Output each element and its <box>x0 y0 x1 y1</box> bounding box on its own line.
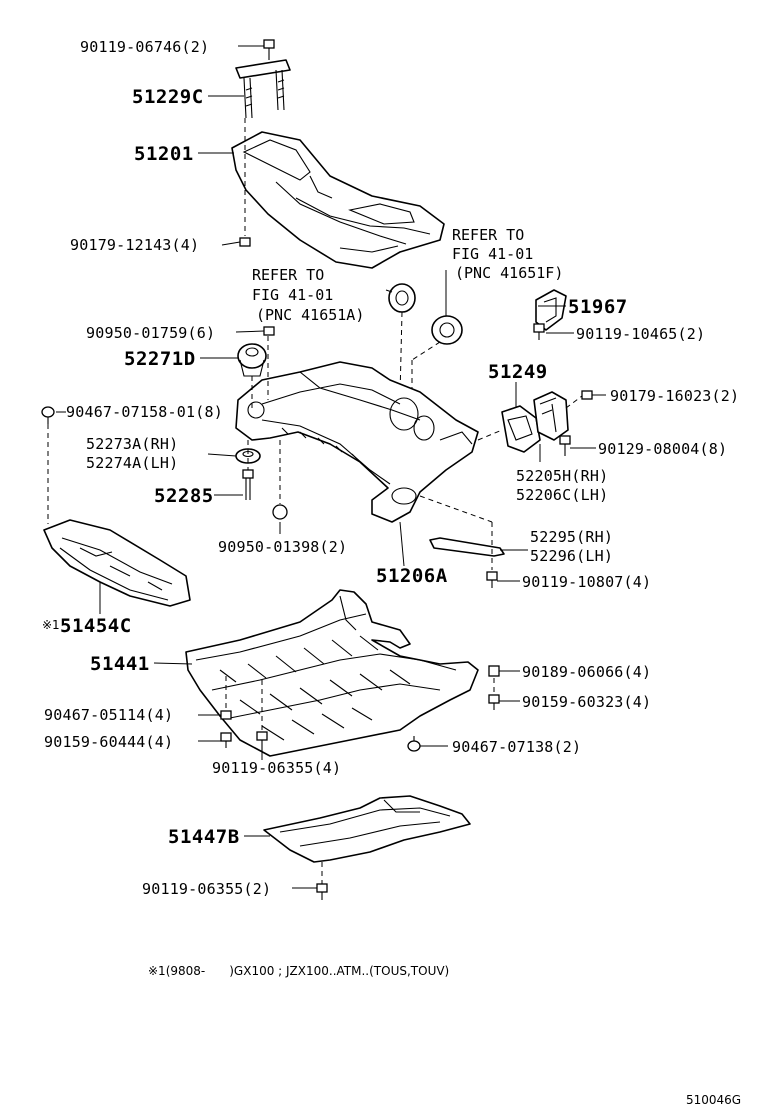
bolt-52285-drawing <box>242 469 254 500</box>
clip-90467-07158-drawing <box>41 406 55 424</box>
bushing-52271d-drawing <box>237 343 267 377</box>
bolt-90159-60444-drawing <box>220 732 232 748</box>
label-51206a: 51206A <box>376 565 448 587</box>
label-90129-08004: 90129-08004(8) <box>598 440 727 458</box>
bolt-90159-60323-drawing <box>488 694 500 710</box>
guide-bushing-right <box>411 341 441 361</box>
bolt-90129-08004-drawing <box>559 435 571 456</box>
suspension-member-51206a-drawing <box>235 361 479 523</box>
label-90159-60323: 90159-60323(4) <box>522 693 651 711</box>
label-90950-01398: 90950-01398(2) <box>218 538 347 556</box>
refer-right-line2: FIG 41-01 <box>452 245 533 263</box>
bolt-51229c-drawing <box>235 59 291 119</box>
label-90119-06746: 90119-06746(2) <box>80 38 209 56</box>
label-52274a: 52274A(LH) <box>86 454 178 472</box>
note-mark-51454c: ※1 <box>42 618 60 632</box>
label-51454c: 51454C <box>60 615 132 637</box>
footnote: ※1(9808- )GX100 ; JZX100..ATM..(TOUS,TOU… <box>148 964 449 978</box>
label-51967: 51967 <box>568 296 628 318</box>
nut-90179-12143-drawing <box>239 237 251 247</box>
nut-90950-01759-drawing <box>263 326 275 336</box>
nut-90189-06066-drawing <box>488 665 500 677</box>
label-51229c: 51229C <box>132 86 204 108</box>
clip-90467-07138-drawing <box>407 736 421 752</box>
bolt-90119-10807-drawing <box>486 571 498 588</box>
refer-right-line1: REFER TO <box>452 226 524 244</box>
label-52295: 52295(RH) <box>530 528 613 546</box>
label-90179-16023: 90179-16023(2) <box>610 387 739 405</box>
label-90467-05114: 90467-05114(4) <box>44 706 173 724</box>
bracket-51249-drawing <box>501 405 541 453</box>
label-51201: 51201 <box>134 143 194 165</box>
label-90119-10465: 90119-10465(2) <box>576 325 705 343</box>
crossmember-51201-drawing <box>231 131 445 269</box>
bolt-90119-06746-drawing <box>263 39 275 60</box>
label-90159-60444: 90159-60444(4) <box>44 733 173 751</box>
bushing-left-drawing <box>388 283 416 313</box>
label-51441: 51441 <box>90 653 150 675</box>
bolt-90119-06355a-drawing <box>256 731 268 752</box>
refer-left-line2: FIG 41-01 <box>252 286 333 304</box>
label-52206c: 52206C(LH) <box>516 486 608 504</box>
label-90119-06355b: 90119-06355(2) <box>142 880 271 898</box>
mount-52205h-drawing <box>533 391 569 441</box>
label-90119-06355a: 90119-06355(4) <box>212 759 341 777</box>
label-90950-01759: 90950-01759(6) <box>86 324 215 342</box>
leader-lines <box>56 45 606 889</box>
label-90467-07138: 90467-07138(2) <box>452 738 581 756</box>
nut-90179-16023-drawing <box>581 390 593 400</box>
label-90119-10807: 90119-10807(4) <box>522 573 651 591</box>
label-52205h: 52205H(RH) <box>516 467 608 485</box>
label-90467-07158: 90467-07158-01(8) <box>66 403 223 421</box>
engine-undercover-51441-drawing <box>185 589 479 757</box>
label-51249: 51249 <box>488 361 548 383</box>
nut-90950-01398-drawing <box>272 504 288 520</box>
bushing-right-drawing <box>431 315 463 345</box>
bolt-90119-10465-drawing <box>533 323 545 340</box>
clip-90467-05114-drawing <box>220 710 232 720</box>
refer-left-line1: REFER TO <box>252 266 324 284</box>
cover-51454c-drawing <box>43 519 191 607</box>
guide-90179-16023 <box>565 395 583 409</box>
label-51447b: 51447B <box>168 826 240 848</box>
refer-right-line3: (PNC 41651F) <box>455 264 563 282</box>
plate-52295-drawing <box>429 537 505 557</box>
cover-51447b-drawing <box>263 795 471 863</box>
label-52273a: 52273A(RH) <box>86 435 178 453</box>
diagram-code: 510046G <box>686 1093 741 1107</box>
label-52271d: 52271D <box>124 348 196 370</box>
guide-51249 <box>477 429 503 441</box>
bolt-90119-06355b-drawing <box>316 883 328 900</box>
label-90189-06066: 90189-06066(4) <box>522 663 651 681</box>
guide-plate-a <box>419 495 493 523</box>
refer-left-line3: (PNC 41651A) <box>256 306 364 324</box>
label-52296: 52296(LH) <box>530 547 613 565</box>
label-52285: 52285 <box>154 485 214 507</box>
label-90179-12143: 90179-12143(4) <box>70 236 199 254</box>
bracket-51967-drawing <box>535 289 567 331</box>
